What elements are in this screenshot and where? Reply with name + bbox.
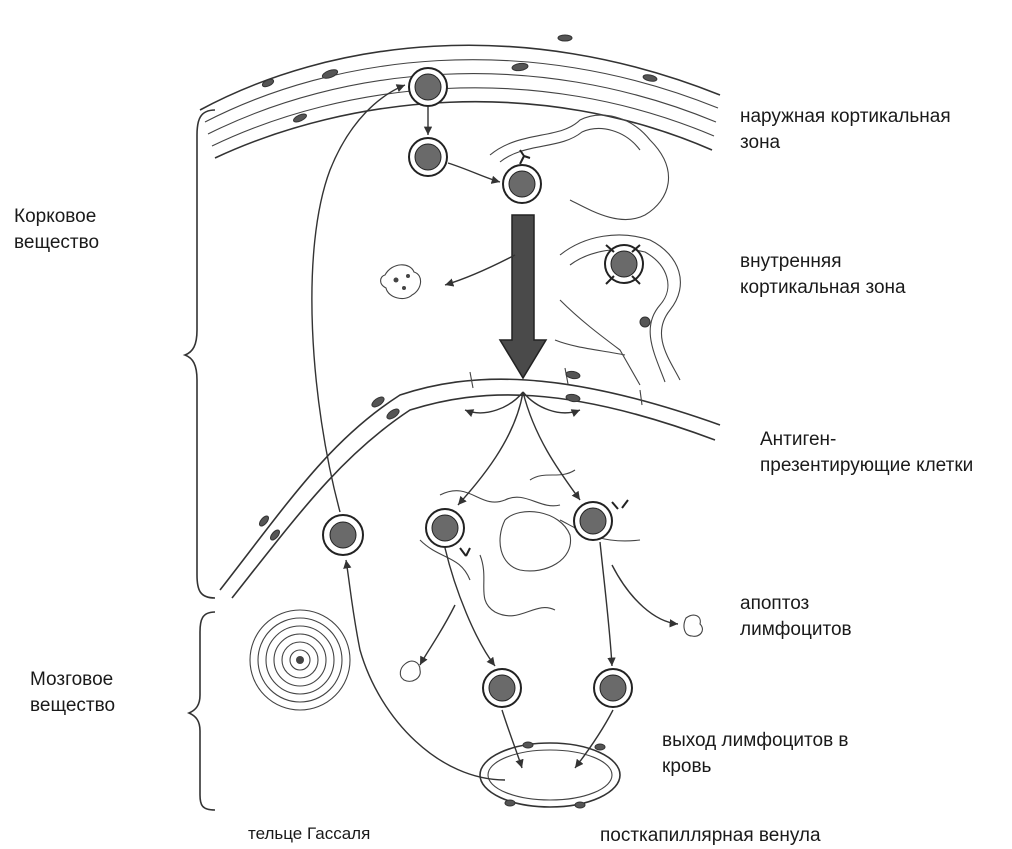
label-outer-cortical-zone: наружная кортикальная зона	[740, 104, 951, 156]
label-hassall: тельце Гассаля	[248, 821, 370, 847]
lymphocyte-exit-right	[594, 669, 632, 707]
label-inner-cortical-zone: внутренняя кортикальная зона	[740, 249, 906, 301]
lymphocyte-exit-left	[483, 669, 521, 707]
apoptotic-cells	[381, 265, 703, 681]
hassall-corpuscle	[250, 610, 350, 710]
cortex-bracket	[185, 110, 215, 598]
label-lymphocyte-exit: выход лимфоцитов в кровь	[662, 728, 849, 780]
lymphocyte-outer-cortex	[409, 138, 447, 176]
postcapillary-venule	[480, 742, 620, 808]
corticomedullary-vessel	[220, 368, 720, 598]
lymphocyte-selection	[503, 165, 541, 203]
label-apc: Антиген- презентирующие клетки	[760, 427, 973, 479]
medulla-bracket	[189, 612, 215, 810]
capsule	[200, 35, 720, 158]
lymphocytes	[323, 68, 643, 707]
label-venule: посткапиллярная венула	[600, 823, 821, 849]
lymphocyte-medulla-right	[574, 502, 612, 540]
selection-arrow	[500, 215, 546, 378]
label-apoptosis: апоптоз лимфоцитов	[740, 591, 852, 643]
lymphocyte-return	[323, 515, 363, 555]
label-cortex: Корковое вещество	[14, 204, 99, 256]
lymphocyte-inner-cortex	[605, 245, 643, 283]
lymphocyte-medulla-left	[426, 509, 464, 547]
lymphocyte-entry	[409, 68, 447, 106]
label-medulla: Мозговое вещество	[30, 667, 115, 719]
